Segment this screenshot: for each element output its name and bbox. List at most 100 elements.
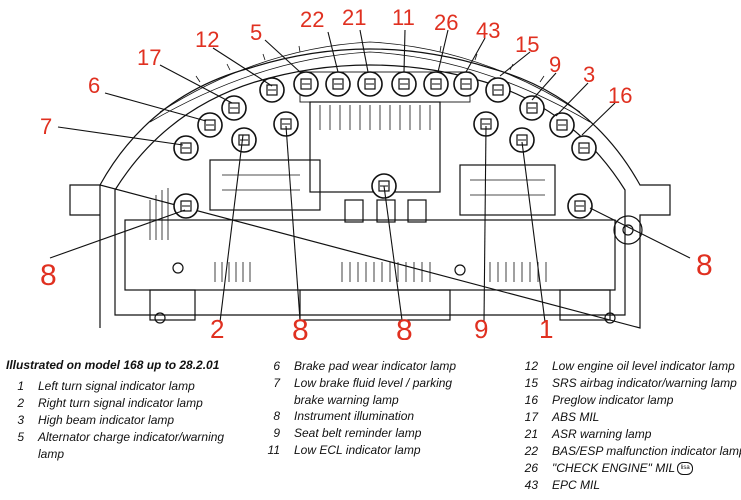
legend-item-text: Low brake fluid level / parking — [294, 376, 453, 390]
legend-item-text-continued: brake warning lamp — [294, 393, 399, 407]
callout-8-bottom-2: 8 — [396, 314, 413, 340]
legend-item: 15 SRS airbag indicator/warning lamp — [520, 375, 741, 392]
callout-5: 5 — [250, 20, 262, 45]
legend-item-number: 11 — [267, 443, 280, 457]
bulb-socket — [567, 193, 593, 219]
legend-item: 11 Low ECL indicator lamp — [262, 442, 456, 459]
legend-item: 9 Seat belt reminder lamp — [262, 425, 456, 442]
callout-1: 1 — [539, 314, 553, 340]
legend-item-text: Low ECL indicator lamp — [294, 443, 421, 457]
legend-item-text: BAS/ESP malfunction indicator lamp — [552, 444, 741, 458]
legend-item-number: 26 — [524, 461, 538, 475]
right-connector — [459, 164, 556, 216]
instrument-cluster-diagram: 22 21 11 26 43 5 12 17 6 7 15 9 3 16 8 8… — [40, 5, 713, 340]
callout-15: 15 — [515, 32, 539, 57]
bulb-socket — [357, 71, 383, 97]
gear-icon — [613, 215, 643, 245]
bulb-socket — [325, 71, 351, 97]
legend-item-number: 7 — [273, 376, 280, 390]
legend-item-text: Instrument illumination — [294, 409, 415, 423]
callout-26: 26 — [434, 10, 458, 35]
bulb-socket — [549, 112, 575, 138]
legend-item-number: 6 — [273, 359, 280, 373]
legend-item-number: 8 — [273, 409, 280, 423]
bulb-socket — [259, 77, 285, 103]
callout-9-bottom: 9 — [474, 314, 488, 340]
callout-6: 6 — [88, 73, 100, 98]
legend-item-number: 15 — [524, 376, 538, 390]
legend-item: 8 Instrument illumination — [262, 408, 456, 425]
lower-board — [124, 219, 616, 291]
callout-21: 21 — [342, 5, 366, 30]
legend-item-text: Brake pad wear indicator lamp — [294, 359, 457, 373]
callout-8-bottom-1: 8 — [292, 314, 309, 340]
legend-item: 2 Right turn signal indicator lamp — [6, 395, 224, 412]
legend-item-text: Right turn signal indicator lamp — [38, 396, 203, 410]
bulb-socket — [391, 71, 417, 97]
legend-item-number: 16 — [524, 393, 538, 407]
callout-3: 3 — [583, 62, 595, 87]
bulb-socket — [509, 127, 535, 153]
legend-item-text-continued: lamp — [38, 447, 65, 461]
bulb-socket — [231, 127, 257, 153]
legend-item-text: EPC MIL — [552, 478, 601, 492]
legend-item: 7 Low brake fluid level / parking — [262, 375, 456, 392]
callout-43: 43 — [476, 18, 500, 43]
legend-item: 22 BAS/ESP malfunction indicator lamp — [520, 443, 741, 460]
callout-7: 7 — [40, 114, 52, 139]
bulb-socket — [173, 193, 199, 219]
legend-item-text: Left turn signal indicator lamp — [38, 379, 195, 393]
legend-item: 16 Preglow indicator lamp — [520, 392, 741, 409]
bulb-socket — [197, 112, 223, 138]
legend-item-text: Seat belt reminder lamp — [294, 426, 422, 440]
legend-column-1: 1 Left turn signal indicator lamp 2 Right t… — [6, 378, 224, 462]
legend-item-number: 17 — [524, 410, 538, 424]
left-connector — [209, 159, 321, 211]
legend-item-number: 9 — [273, 426, 280, 440]
legend-item-text: SRS airbag indicator/warning lamp — [552, 376, 737, 390]
legend-item-number: 1 — [17, 379, 24, 393]
callout-8-right: 8 — [696, 249, 713, 282]
bulb-socket — [519, 95, 545, 121]
bulb-socket — [273, 111, 299, 137]
bulb-socket — [571, 135, 597, 161]
legend-item-number: 22 — [524, 444, 538, 458]
legend-item-text: Preglow indicator lamp — [552, 393, 674, 407]
legend-item: 21 ASR warning lamp — [520, 426, 741, 443]
callout-22: 22 — [300, 7, 324, 32]
legend-item-text: High beam indicator lamp — [38, 413, 175, 427]
callout-9-top: 9 — [549, 52, 561, 77]
legend-item-number: 5 — [17, 430, 24, 444]
callout-16: 16 — [608, 83, 632, 108]
legend-title: Illustrated on model 168 up to 28.2.01 — [6, 358, 220, 372]
legend-item-text: ASR warning lamp — [552, 427, 652, 441]
bulb-socket — [453, 71, 479, 97]
callout-12: 12 — [195, 27, 219, 52]
legend-item: 5 Alternator charge indicator/warning — [6, 429, 224, 446]
callout-8-left: 8 — [40, 259, 57, 292]
check-engine-badge-icon: lisa — [677, 462, 694, 476]
legend-item-number: 21 — [524, 427, 538, 441]
callout-17: 17 — [137, 45, 161, 70]
cluster-housing-outline — [69, 48, 671, 329]
legend-item-text: Low engine oil level indicator lamp — [552, 359, 735, 373]
legend-item-number: 2 — [17, 396, 24, 410]
cluster-housing-inner — [114, 64, 626, 316]
bulb-socket — [221, 95, 247, 121]
callout-11: 11 — [392, 5, 415, 30]
legend-item: 6 Brake pad wear indicator lamp — [262, 358, 456, 375]
legend: Illustrated on model 168 up to 28.2.01 1… — [0, 344, 741, 500]
legend-item-text: Alternator charge indicator/warning — [38, 430, 225, 444]
bulb-socket — [293, 71, 319, 97]
callout-2: 2 — [210, 314, 224, 340]
bulb-socket — [423, 71, 449, 97]
bulb-socket — [173, 135, 199, 161]
bulb-socket — [485, 77, 511, 103]
